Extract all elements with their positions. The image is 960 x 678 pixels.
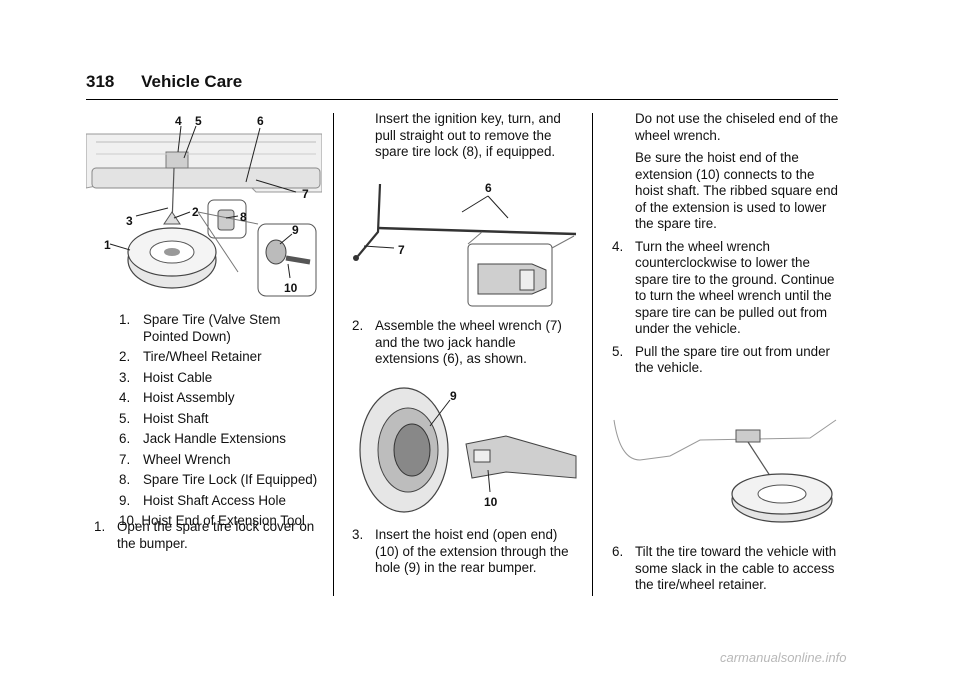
callout-5: 5: [195, 114, 202, 128]
step-2: 2.Assemble the wheel wrench (7) and the …: [352, 318, 562, 366]
legend-item: 5.Hoist Shaft: [119, 410, 209, 426]
callout-9: 9: [292, 223, 299, 237]
chisel-warning-text: Do not use the chiseled end of the wheel…: [635, 111, 839, 143]
callout-3: 3: [126, 214, 133, 228]
step-1: 1.Open the spare tire lock cover on the …: [94, 519, 315, 551]
watermark: carmanualsonline.info: [720, 650, 847, 665]
callout-10: 10: [484, 495, 498, 509]
legend-item: 4.Hoist Assembly: [119, 390, 235, 405]
step-5: 5.Pull the spare tire out from under the…: [612, 343, 831, 376]
spare-tire-hoist-illustration: 4 5 6 7 3 2 8 1 9 10: [86, 114, 322, 297]
step-6: 6.Tilt the tire toward the vehicle with …: [612, 544, 837, 592]
column-divider-1: [333, 113, 334, 596]
lock-removal-text: Insert the ignition key, turn, and pull …: [375, 111, 561, 159]
column-divider-2: [592, 113, 593, 596]
legend-item: 10. Hoist End of Extension Tool: [119, 513, 305, 528]
callout-9: 9: [450, 389, 457, 403]
header-rule: [86, 99, 838, 100]
legend-item: 7.Wheel Wrench: [119, 451, 231, 467]
column-3-top: Do not use the chiseled end of the wheel…: [612, 111, 842, 377]
hoist-hole-illustration: 9 10: [359, 387, 577, 513]
callout-1: 1: [104, 238, 111, 252]
legend-item: 1.Spare Tire (Valve Stem Pointed Down): [119, 312, 281, 344]
legend-item: 9.Hoist Shaft Access Hole: [119, 492, 286, 508]
callout-7: 7: [302, 187, 309, 201]
callout-8: 8: [240, 210, 247, 224]
legend-list: 1.Spare Tire (Valve Stem Pointed Down) 2…: [119, 312, 329, 530]
legend-item: 8.Spare Tire Lock (If Equipped): [119, 472, 318, 487]
spare-tire-removal-illustration: [613, 419, 837, 523]
legend-item: 3.Hoist Cable: [119, 369, 213, 385]
wheel-wrench-illustration: 6 7: [353, 181, 577, 307]
step-4: 4.Turn the wheel wrench counterclockwise…: [612, 238, 835, 337]
callout-6: 6: [257, 114, 264, 128]
legend-item: 2.Tire/Wheel Retainer: [119, 349, 262, 364]
callout-10: 10: [284, 281, 298, 295]
page-header: 318 Vehicle Care: [86, 72, 242, 92]
hoist-end-text: Be sure the hoist end of the extension (…: [635, 150, 838, 231]
callout-2: 2: [192, 205, 199, 219]
column-2-top: Insert the ignition key, turn, and pull …: [352, 111, 580, 167]
callout-7: 7: [398, 243, 405, 257]
legend-item: 6.Jack Handle Extensions: [119, 431, 286, 446]
column-1: 1.Spare Tire (Valve Stem Pointed Down) 2…: [119, 312, 329, 534]
section-title: Vehicle Care: [141, 72, 243, 91]
callout-4: 4: [175, 114, 182, 128]
page-number: 318: [86, 72, 115, 91]
step-3: 3.Insert the hoist end (open end) (10) o…: [352, 527, 569, 575]
callout-6: 6: [485, 181, 492, 195]
